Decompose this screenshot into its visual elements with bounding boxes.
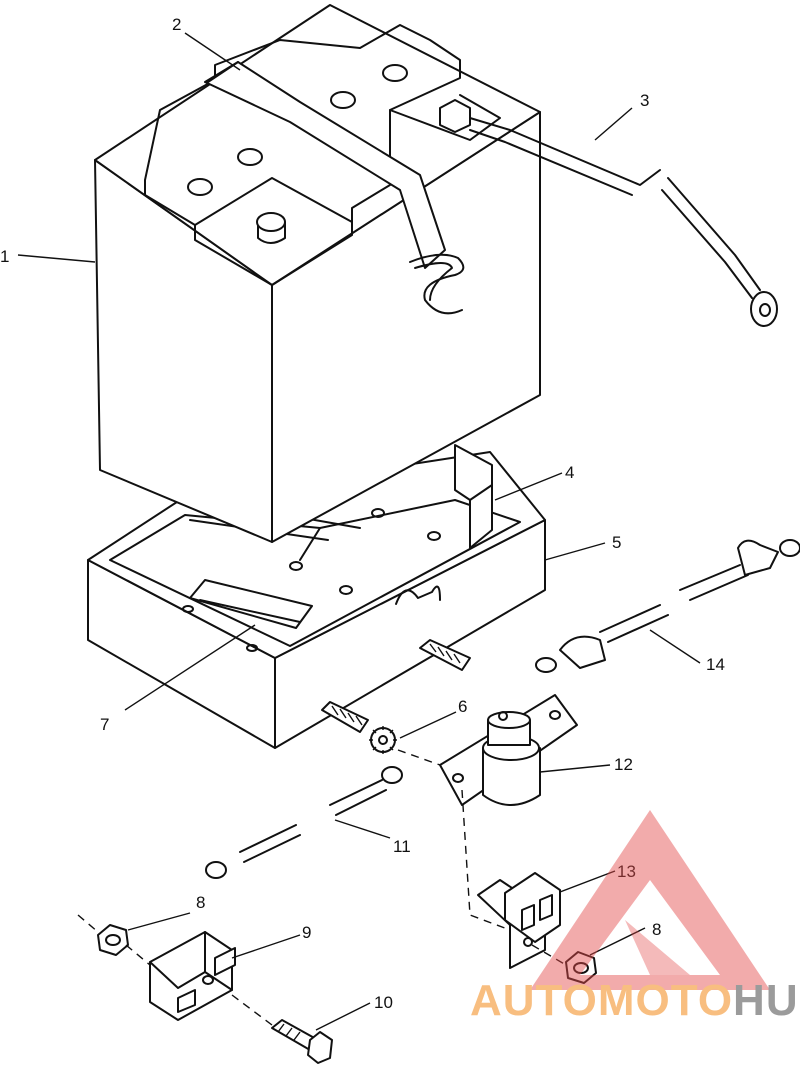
watermark-triangle-logo <box>530 810 770 990</box>
callout-8-left: 8 <box>196 893 205 912</box>
bolt-10 <box>271 1019 333 1064</box>
relay-connector-13 <box>477 872 561 969</box>
watermark: AUTOMOTOHUB <box>470 810 800 1025</box>
callout-labels: 1 2 3 4 5 6 7 8 9 10 11 12 13 8 14 <box>0 15 725 1012</box>
hex-nut-right <box>565 951 597 984</box>
watermark-text-part2: HUB <box>733 976 800 1025</box>
callout-2: 2 <box>172 15 181 34</box>
battery-strap <box>204 61 465 315</box>
ground-cable-14 <box>535 539 800 673</box>
battery <box>94 4 541 543</box>
callout-10: 10 <box>374 993 393 1012</box>
hold-down-bracket <box>454 444 493 549</box>
callout-13: 13 <box>617 862 636 881</box>
stud-bolt-upper <box>419 639 471 671</box>
callout-14: 14 <box>706 655 725 674</box>
callout-8-right: 8 <box>652 920 661 939</box>
callout-3: 3 <box>640 91 649 110</box>
callout-11: 11 <box>393 837 411 856</box>
cable-11 <box>205 766 403 879</box>
callout-4: 4 <box>565 463 574 482</box>
stud-bolt-lower <box>321 701 369 733</box>
callout-6: 6 <box>458 697 467 716</box>
callout-1: 1 <box>0 247 9 266</box>
watermark-text-part1: AUTOMOTO <box>470 976 733 1025</box>
leader-lines <box>17 32 701 1031</box>
connector-9 <box>149 931 236 1021</box>
starter-solenoid <box>439 694 578 806</box>
callout-5: 5 <box>612 533 621 552</box>
callout-7: 7 <box>100 715 109 734</box>
positive-cable <box>439 99 778 327</box>
hex-nut-left <box>97 924 129 956</box>
callout-12: 12 <box>614 755 633 774</box>
watermark-text: AUTOMOTOHUB <box>470 976 800 1025</box>
star-washer <box>369 726 397 754</box>
callout-9: 9 <box>302 923 311 942</box>
assembly-center-lines <box>77 749 567 1026</box>
